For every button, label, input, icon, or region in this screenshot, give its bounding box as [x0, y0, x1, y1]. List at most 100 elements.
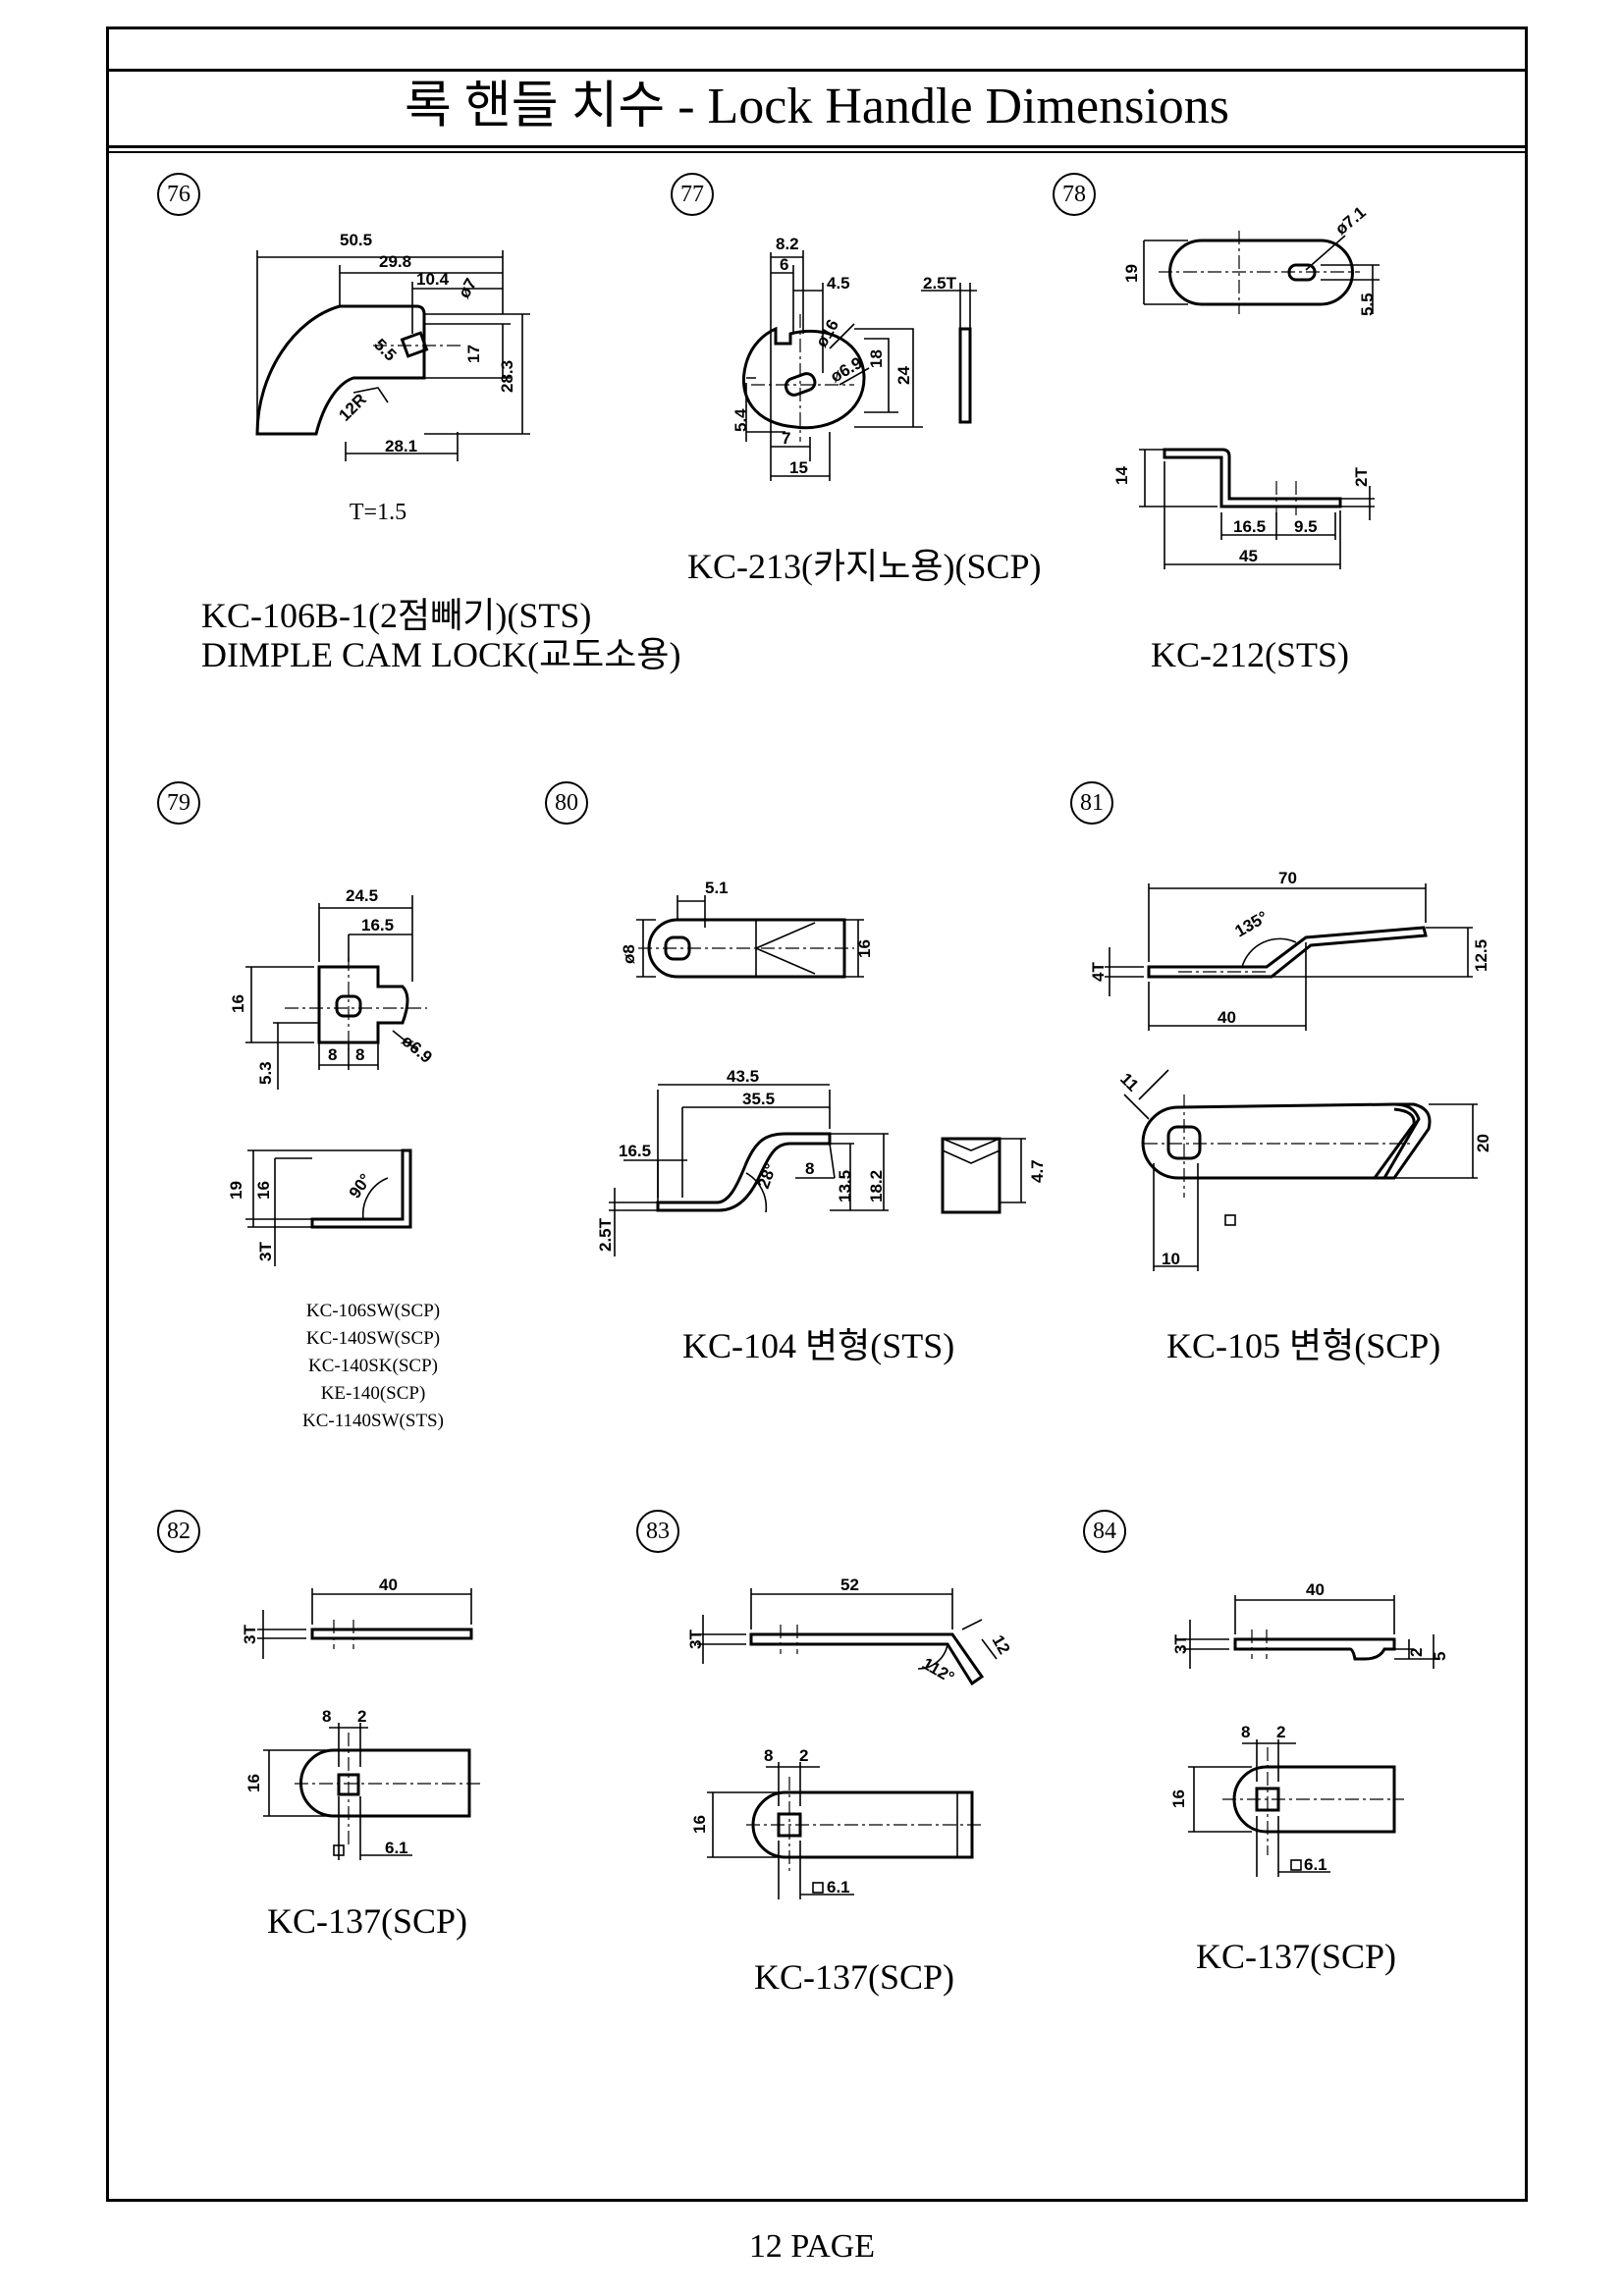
caption-76-line2: DIMPLE CAM LOCK(교도소용)	[201, 635, 681, 674]
dim-83-7: 6.1	[827, 1878, 850, 1896]
caption-76: KC-106B-1(2점빼기)(STS)	[201, 596, 592, 635]
drawing-78: 19 ø7.1 5.5 14 2T 16.5 9.5 45	[1112, 203, 1380, 569]
drawing-83: 52 3T 12 112° 8 2 16 6.1	[686, 1575, 1013, 1899]
dim-80-9: 4.7	[1028, 1159, 1047, 1183]
caption-78: KC-212(STS)	[1151, 635, 1350, 674]
dim-82-0: 3T	[241, 1625, 259, 1644]
item-number-83: 83	[636, 1510, 679, 1553]
dim-80-10: 2.5T	[596, 1217, 615, 1252]
dim-84-2: 2	[1407, 1648, 1426, 1657]
dim-76-6: 28.3	[498, 360, 516, 393]
caption-84: KC-137(SCP)	[1196, 1937, 1397, 1976]
dim-78-6: 9.5	[1294, 517, 1318, 536]
dim-80-6: 8	[805, 1159, 814, 1178]
dim-81-3: 12.5	[1472, 939, 1490, 972]
dim-80-1: ø8	[620, 944, 638, 964]
item-number-84: 84	[1083, 1510, 1126, 1553]
item-number-78: 78	[1053, 173, 1096, 216]
caption-83: KC-137(SCP)	[754, 1957, 955, 1997]
dim-77-6: 18	[867, 349, 886, 368]
dim-79-2: 16	[229, 994, 247, 1013]
caption-77: KC-213(카지노용)(SCP)	[687, 547, 1042, 586]
item-number-81: 81	[1070, 781, 1113, 825]
note-76: T=1.5	[349, 500, 407, 525]
title-rule-top	[106, 69, 1528, 72]
dim-82-4: 16	[244, 1774, 263, 1792]
dim-77-7: 24	[894, 366, 913, 385]
dim-79-6: 5.3	[256, 1061, 275, 1085]
page-frame	[106, 27, 1528, 2202]
dim-84-5: 2	[1276, 1723, 1285, 1741]
dim-76-5: 17	[464, 345, 483, 363]
dim-79-8: 16	[254, 1181, 273, 1200]
dim-83-4: 8	[764, 1746, 773, 1765]
dim-76-3: ø7	[455, 275, 480, 301]
dim-78-0: 19	[1122, 264, 1141, 283]
caption-79-line: KE-140(SCP)	[320, 1383, 426, 1404]
dim-82-1: 40	[379, 1575, 398, 1594]
dim-78-3: 14	[1112, 466, 1131, 485]
item-number-80: 80	[545, 781, 588, 825]
dim-79-10: 3T	[256, 1242, 275, 1261]
caption-79: KC-106SW(SCP) KC-140SW(SCP) KC-140SK(SCP…	[226, 1298, 520, 1435]
dim-84-4: 8	[1241, 1723, 1250, 1741]
dim-79-5: 8	[355, 1045, 364, 1064]
drawing-77: 8.2 6 4.5 2.5T ø16 ø6.9 18 24 5.4 7 15	[731, 235, 977, 481]
dim-82-2: 8	[322, 1707, 331, 1726]
dim-81-1: 135°	[1232, 907, 1272, 940]
dim-78-7: 45	[1239, 547, 1258, 565]
page-number: 12 PAGE	[748, 2228, 876, 2265]
dim-77-1: 6	[780, 255, 788, 274]
drawing-80: 5.1 ø8 16 43.5 35.5 16.5 8 13.5 18.2 4.7…	[596, 879, 1047, 1256]
dim-78-5: 16.5	[1233, 517, 1266, 536]
dim-82-5: 6.1	[385, 1839, 408, 1857]
dim-79-9: 90°	[346, 1170, 375, 1201]
item-number-77: 77	[671, 173, 714, 216]
dim-80-11: 28°	[754, 1161, 781, 1192]
item-number-76: 76	[157, 173, 200, 216]
item-number-79: 79	[157, 781, 200, 825]
dim-84-6: 16	[1169, 1789, 1188, 1808]
title-rule-bottom-inner	[106, 151, 1528, 153]
dim-79-7: 19	[227, 1181, 245, 1200]
dim-80-7: 13.5	[836, 1170, 854, 1202]
dim-81-7: 10	[1162, 1250, 1180, 1268]
dim-76-8: 28.1	[385, 437, 417, 455]
dim-80-2: 16	[855, 939, 874, 958]
dim-77-4: ø16	[812, 316, 842, 350]
drawing-81: 70 135° 4T 12.5 40 11 20 10	[1089, 869, 1492, 1271]
dim-81-4: 40	[1218, 1008, 1236, 1027]
dim-77-3: 2.5T	[923, 274, 957, 293]
dim-80-3: 43.5	[727, 1067, 759, 1086]
dim-78-4: 2T	[1352, 467, 1371, 487]
caption-81: KC-105 변형(SCP)	[1166, 1326, 1441, 1365]
dim-76-2: 10.4	[416, 270, 450, 289]
dim-84-1: 40	[1306, 1580, 1325, 1599]
dim-76-4: 5.5	[370, 335, 400, 364]
dim-81-5: 11	[1116, 1069, 1142, 1095]
dim-83-3: 112°	[919, 1654, 957, 1687]
dim-79-4: 8	[328, 1045, 337, 1064]
dim-83-6: 16	[690, 1815, 709, 1834]
dim-77-2: 4.5	[827, 274, 850, 293]
drawing-79: 24.5 16.5 16 ø6.9 8 8 5.3 19 16 90° 3T	[227, 886, 436, 1266]
dim-81-0: 70	[1278, 869, 1297, 887]
dim-78-1: ø7.1	[1331, 203, 1369, 239]
dim-81-6: 20	[1474, 1134, 1492, 1152]
dim-78-2: 5.5	[1358, 293, 1377, 316]
dim-83-5: 2	[799, 1746, 808, 1765]
dim-80-5: 16.5	[619, 1142, 651, 1160]
caption-82: KC-137(SCP)	[267, 1901, 468, 1941]
dim-79-0: 24.5	[346, 886, 378, 905]
dim-84-0: 3T	[1171, 1634, 1190, 1654]
dim-82-3: 2	[357, 1707, 366, 1726]
page-title: 록 핸들 치수 - Lock Handle Dimensions	[405, 79, 1229, 134]
title-rule-bottom	[106, 145, 1528, 148]
dim-79-1: 16.5	[361, 916, 394, 934]
dim-76-7: 12R	[335, 390, 369, 424]
dim-77-8: 5.4	[731, 408, 750, 432]
dim-76-1: 29.8	[379, 252, 411, 271]
dim-81-2: 4T	[1089, 962, 1108, 982]
item-number-82: 82	[157, 1510, 200, 1553]
